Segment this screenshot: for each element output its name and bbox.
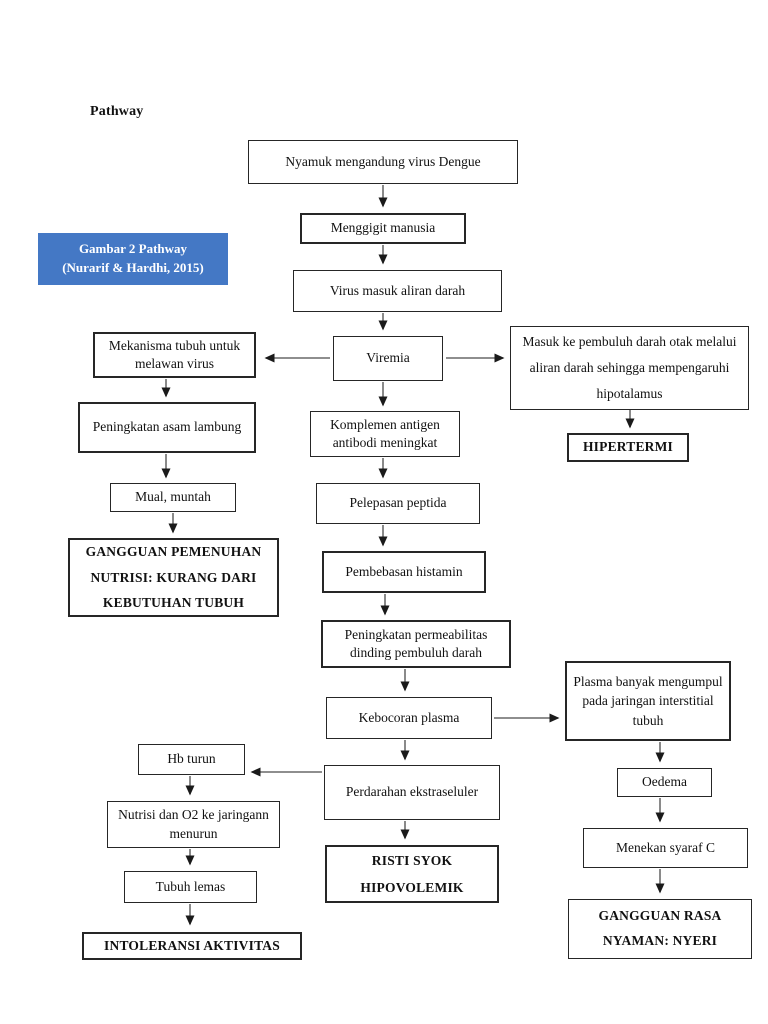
node-kebocoran: Kebocoran plasma bbox=[326, 697, 492, 739]
node-permeabilitas: Peningkatan permeabilitas dinding pembul… bbox=[321, 620, 511, 668]
node-pelepasan: Pelepasan peptida bbox=[316, 483, 480, 524]
node-menekan: Menekan syaraf C bbox=[583, 828, 748, 868]
page-title: Pathway bbox=[90, 104, 144, 119]
node-nutrisi-o2: Nutrisi dan O2 ke jaringann menurun bbox=[107, 801, 280, 848]
node-hb-turun: Hb turun bbox=[138, 744, 245, 775]
node-pembebasan: Pembebasan histamin bbox=[322, 551, 486, 593]
node-risti: RISTI SYOK HIPOVOLEMIK bbox=[325, 845, 499, 903]
node-plasma-banyak: Plasma banyak mengumpul pada jaringan in… bbox=[565, 661, 731, 741]
node-virus-masuk: Virus masuk aliran darah bbox=[293, 270, 502, 312]
figure-caption-line1: Gambar 2 Pathway bbox=[78, 241, 188, 257]
node-nyamuk: Nyamuk mengandung virus Dengue bbox=[248, 140, 518, 184]
node-mual: Mual, muntah bbox=[110, 483, 236, 512]
node-peningkatan-asam: Peningkatan asam lambung bbox=[78, 402, 256, 453]
node-oedema: Oedema bbox=[617, 768, 712, 797]
node-gangguan-nutrisi: GANGGUAN PEMENUHAN NUTRISI: KURANG DARI … bbox=[68, 538, 279, 617]
node-komplemen: Komplemen antigen antibodi meningkat bbox=[310, 411, 460, 457]
node-intoleransi: INTOLERANSI AKTIVITAS bbox=[82, 932, 302, 960]
node-masuk-otak: Masuk ke pembuluh darah otak melalui ali… bbox=[510, 326, 749, 410]
node-mekanisma: Mekanisma tubuh untuk melawan virus bbox=[93, 332, 256, 378]
node-perdarahan: Perdarahan ekstraseluler bbox=[324, 765, 500, 820]
node-hipertermi: HIPERTERMI bbox=[567, 433, 689, 462]
figure-caption: Gambar 2 Pathway (Nurarif & Hardhi, 2015… bbox=[38, 233, 228, 285]
node-viremia: Viremia bbox=[333, 336, 443, 381]
figure-caption-line2: (Nurarif & Hardhi, 2015) bbox=[62, 260, 204, 275]
node-tubuh-lemas: Tubuh lemas bbox=[124, 871, 257, 903]
node-gangguan-nyaman: GANGGUAN RASA NYAMAN: NYERI bbox=[568, 899, 752, 959]
node-menggigit: Menggigit manusia bbox=[300, 213, 466, 244]
